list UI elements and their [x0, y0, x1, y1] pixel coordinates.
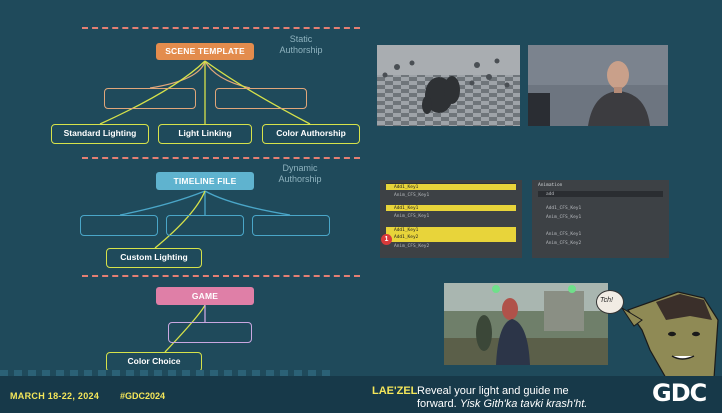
divider-bottom [82, 275, 360, 277]
timeline-placeholder-left [80, 215, 158, 236]
anim-panel-header: Animation [538, 183, 563, 188]
color-authorship-box[interactable]: Color Authorship [262, 124, 360, 144]
event-hashtag: #GDC2024 [120, 391, 166, 401]
divider-middle [82, 157, 360, 159]
subtitle-line-2-italic: Yisk Gith'ka tavki krash'ht. [459, 398, 588, 410]
subtitle-line-2-plain: forward. [417, 398, 457, 410]
placeholder-box-left [104, 88, 196, 109]
dynamic-label-line1: Dynamic [282, 163, 318, 173]
subtitle-speaker: LAE'ZEL [372, 385, 418, 397]
track-row-label: Anim_CFS_Key1 [394, 214, 430, 219]
standard-lighting-box[interactable]: Standard Lighting [51, 124, 149, 144]
anim-row-label[interactable]: Add1_CFS_Key1 [546, 206, 582, 211]
static-label-line1: Static [289, 34, 313, 44]
subtitle-line-2: forward. Yisk Gith'ka tavki krash'ht. [417, 398, 587, 410]
track-row-label: Add1_Key1 [394, 206, 419, 211]
dynamic-label-line2: Authorship [278, 174, 322, 184]
dynamic-authorship-label: Dynamic Authorship [266, 163, 334, 185]
crowd-scene-image [377, 45, 520, 126]
anim-row-label[interactable]: Anim_CFS_Key2 [546, 241, 582, 246]
footer-stripe [0, 370, 330, 376]
scene-template-connectors [99, 60, 311, 353]
character-illustration [621, 291, 719, 379]
placeholder-box-right [215, 88, 307, 109]
timeline-track-panel: Add1_Key1 Anim_CFS_Key1 Add1_Key1 Anim_C… [380, 180, 522, 258]
viewport-character-screenshot [528, 45, 668, 126]
anim-row-label[interactable]: add [546, 192, 555, 197]
gdc-logo: GDC [652, 379, 707, 407]
track-row-label: Add1_Key2 [394, 235, 419, 240]
custom-lighting-box[interactable]: Custom Lighting [106, 248, 202, 268]
viewport-crowd-screenshot [377, 45, 520, 126]
track-row-highlight[interactable] [386, 184, 516, 190]
character-closeup-image [528, 45, 668, 126]
animation-track-panel: Animation add Add1_CFS_Key1 Anim_CFS_Key… [532, 180, 669, 258]
static-authorship-label: Static Authorship [268, 34, 334, 56]
speech-bubble-text: Tch! [600, 297, 613, 304]
light-linking-box[interactable]: Light Linking [158, 124, 252, 144]
color-choice-box[interactable]: Color Choice [106, 352, 202, 372]
footer-bar [0, 376, 722, 413]
anim-row-bg [538, 191, 663, 197]
event-dates: MARCH 18-22, 2024 [10, 391, 100, 401]
track-row-label: Add1_Key1 [394, 185, 419, 190]
timeline-placeholder-right [252, 215, 330, 236]
track-row-label: Anim_CFS_Key2 [394, 244, 430, 249]
game-node[interactable]: GAME [156, 287, 254, 305]
game-placeholder-box [168, 322, 252, 343]
anim-row-label[interactable]: Anim_CFS_Key1 [546, 215, 582, 220]
timeline-file-node[interactable]: TIMELINE FILE [156, 172, 254, 190]
speech-bubble: Tch! [596, 290, 624, 314]
scene-template-node[interactable]: SCENE TEMPLATE [156, 43, 254, 60]
track-row-highlight[interactable] [386, 205, 516, 211]
static-label-line2: Authorship [279, 45, 323, 55]
subtitle-line-1: Reveal your light and guide me [417, 385, 569, 397]
numbered-badge: 1 [381, 234, 392, 245]
game-scene-image [444, 283, 608, 365]
track-row-label: Add1_Key1 [394, 228, 419, 233]
track-row-highlight[interactable] [386, 227, 516, 242]
track-row-label: Anim_CFS_Key1 [394, 193, 430, 198]
timeline-placeholder-center [166, 215, 244, 236]
anim-row-label[interactable]: Anim_CFS_Key1 [546, 232, 582, 237]
game-scene-screenshot [444, 283, 608, 365]
divider-top [82, 27, 360, 29]
